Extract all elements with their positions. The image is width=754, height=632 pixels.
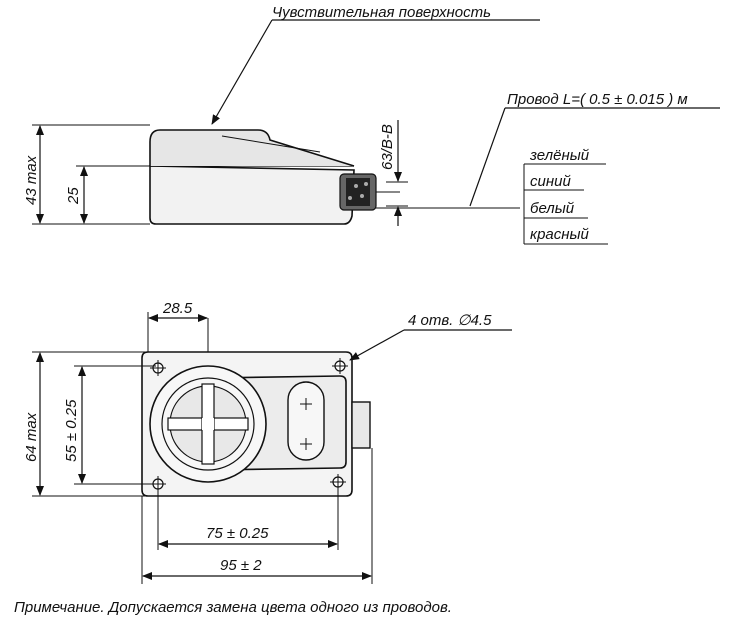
side-cap (149, 129, 355, 167)
wire-color-green: зелёный (529, 147, 590, 164)
top-view: 28.5 4 отв. ∅4.5 64 max 55 ± 0.25 75 ± 0… (23, 300, 512, 584)
dim-43max-label: 43 max (23, 155, 40, 205)
side-view: 43 max 25 63/В-В Чувствительная поверхно… (23, 4, 720, 245)
dim-95-label: 95 ± 2 (220, 557, 262, 574)
sensitive-surface-label: Чувствительная поверхность (272, 4, 491, 21)
thread-label: 63/В-В (379, 124, 396, 170)
wire-label: Провод L=( 0.5 ± 0.015 ) м (507, 91, 688, 108)
note-text: Примечание. Допускается замена цвета одн… (14, 599, 452, 616)
dim-25-label: 25 (65, 187, 82, 205)
dim-55-label: 55 ± 0.25 (63, 399, 80, 462)
dim-64max-label: 64 max (23, 412, 40, 462)
indicator-slot (287, 381, 325, 461)
dim-75-label: 75 ± 0.25 (206, 525, 269, 542)
wire-color-red: красный (530, 226, 590, 243)
holes-label: 4 отв. ∅4.5 (408, 312, 492, 329)
dim-28-5-label: 28.5 (162, 300, 193, 317)
side-connector (351, 401, 371, 449)
wire-color-blue: синий (530, 173, 571, 190)
side-body (149, 165, 355, 225)
wire-color-white: белый (530, 200, 575, 217)
